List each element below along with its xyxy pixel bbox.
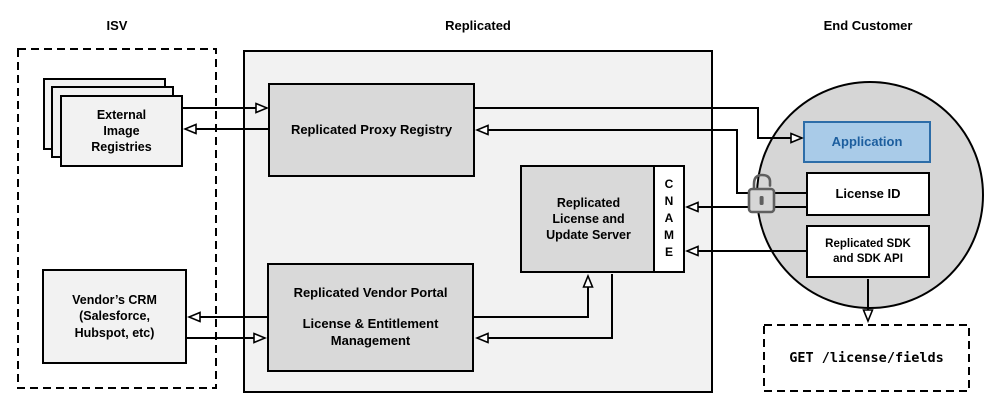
proxy-registry-label: Replicated Proxy Registry [290, 121, 453, 137]
replicated-section-label: Replicated [445, 18, 511, 33]
external-registries-box: External Image Registries [60, 95, 183, 167]
vendor-crm-line: Hubspot, etc) [74, 325, 155, 340]
arrow-update-server-to-portal [477, 274, 613, 338]
arrow-portal-to-update-server [474, 276, 588, 318]
license-update-server-box: Replicated License and Update Server [520, 165, 657, 273]
external-registries-line: External [96, 107, 147, 122]
replicated-sdk-line: Replicated SDK [825, 237, 911, 250]
license-update-server-line: License and [552, 211, 625, 226]
vendor-crm-line: Vendor’s CRM [72, 293, 157, 308]
proxy-registry-box: Replicated Proxy Registry [268, 83, 475, 177]
application-label: Application [831, 133, 903, 149]
get-endpoint-box: GET /license/fields [764, 325, 969, 391]
isv-section-label: ISV [106, 18, 128, 33]
get-endpoint-label: GET /license/fields [789, 350, 944, 366]
replicated-sdk-line: and SDK API [833, 252, 903, 265]
vendor-portal-box: Replicated Vendor Portal License & Entit… [267, 263, 474, 372]
external-registries-line: Registries [91, 140, 152, 155]
vendor-portal-subtitle-line: License & Entitlement [302, 316, 439, 332]
end-customer-section-label: End Customer [823, 18, 913, 33]
vendor-crm-box: Vendor’s CRM (Salesforce, Hubspot, etc) [42, 269, 187, 364]
arrow-proxy-to-application [475, 107, 802, 138]
vendor-portal-subtitle-line: Management [330, 332, 411, 348]
replicated-sdk-box: Replicated SDK and SDK API [806, 225, 930, 278]
license-update-server-line: Replicated [556, 195, 621, 210]
arrow-license-id-to-proxy [477, 130, 749, 194]
application-box: Application [803, 121, 931, 163]
cname-box: CNAME [653, 165, 685, 273]
license-id-label: License ID [835, 185, 901, 201]
open-padlock-icon [747, 173, 776, 214]
license-update-server-line: Update Server [546, 228, 631, 243]
license-id-box: License ID [806, 172, 930, 216]
external-registries-line: Image [103, 123, 140, 138]
get-endpoint-dashed-box [763, 324, 970, 392]
cname-label: CNAME [662, 176, 676, 262]
vendor-portal-title: Replicated Vendor Portal [293, 285, 448, 301]
vendor-crm-line: (Salesforce, [79, 309, 150, 324]
